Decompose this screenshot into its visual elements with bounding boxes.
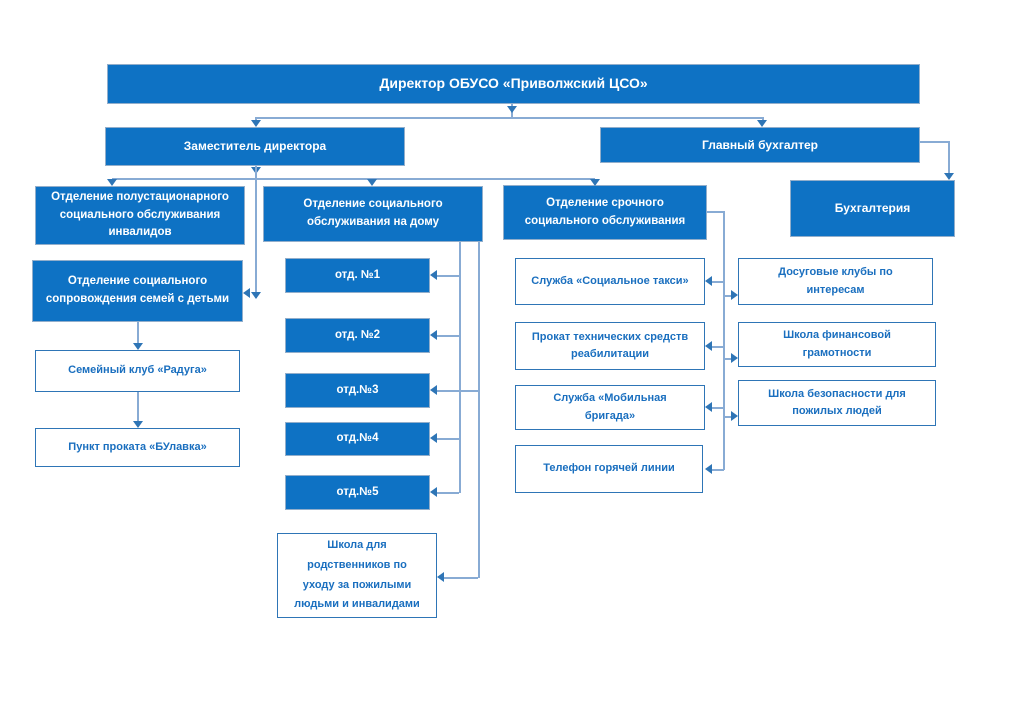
org-node-hotline-label: Телефон горячей линии — [543, 462, 675, 475]
connector-unit-1-arrow — [430, 270, 437, 280]
connector-accounting-h-line — [920, 141, 949, 143]
connector-urgent-out-line — [707, 211, 724, 213]
connector-urgent-arrow — [590, 179, 600, 186]
connector-services-rail — [723, 211, 725, 470]
org-node-rental-point-label: Пункт проката «БУлавка» — [68, 440, 207, 453]
connector-leisure-arrow — [731, 290, 738, 300]
org-node-rental-point: Пункт проката «БУлавка» — [35, 428, 240, 467]
org-node-unit-4: отд.№4 — [285, 422, 430, 456]
org-node-unit-5: отд.№5 — [285, 475, 430, 510]
org-node-finance-school-label: Школа финансовой грамотности — [783, 329, 891, 359]
connector-safety-line — [724, 416, 731, 418]
connector-unit-5-arrow — [430, 487, 437, 497]
org-node-dept-family-support-label: Отделение социального сопровождения семе… — [45, 275, 230, 305]
connector-semi-stationary-arrow — [107, 179, 117, 186]
org-node-relatives-school: Школа для родственников по уходу за пожи… — [277, 533, 437, 618]
connector-deputy-arrow — [251, 120, 261, 127]
connector-taxi-arrow — [705, 276, 712, 286]
connector-finance-line — [724, 358, 731, 360]
org-node-unit-5-label: отд.№5 — [336, 485, 379, 498]
org-node-accounting-label: Бухгалтерия — [834, 201, 911, 216]
connector-rental-point-arrow — [133, 421, 143, 428]
org-node-unit-1: отд. №1 — [285, 258, 430, 293]
org-node-finance-school: Школа финансовой грамотности — [738, 322, 936, 367]
connector-unit-5-line — [437, 492, 459, 494]
connector-units-rail — [459, 242, 461, 493]
connector-departments-rail — [112, 178, 595, 180]
org-node-chief-accountant-label: Главный бухгалтер — [701, 137, 818, 152]
connector-unit-4-line — [437, 438, 459, 440]
org-node-unit-2: отд. №2 — [285, 318, 430, 353]
org-node-mobile-brigade-label: Служба «Мобильная бригада» — [553, 392, 667, 422]
connector-relatives-school-line — [444, 577, 478, 579]
org-node-family-club-label: Семейный клуб «Радуга» — [68, 364, 207, 377]
org-node-safety-school-label: Школа безопасности для пожилых людей — [768, 387, 906, 417]
connector-equipment-line — [712, 346, 723, 348]
org-node-dept-home-care: Отделение социального обслуживания на до… — [263, 186, 483, 242]
org-node-unit-3-label: отд.№3 — [336, 383, 379, 396]
connector-director-arrow — [507, 106, 517, 113]
org-node-unit-1-label: отд. №1 — [334, 268, 381, 281]
org-node-chief-accountant: Главный бухгалтер — [600, 127, 920, 163]
connector-home-care-arrow — [367, 179, 377, 186]
connector-deputy-stub — [255, 117, 257, 122]
org-node-dept-home-care-label: Отделение социального обслуживания на до… — [303, 198, 443, 228]
connector-hotline-line — [712, 469, 724, 471]
connector-unit-1-line — [437, 275, 459, 277]
connector-taxi-line — [712, 281, 723, 283]
org-node-leisure-clubs: Досуговые клубы по интересам — [738, 258, 933, 305]
org-node-deputy-director-label: Заместитель директора — [183, 139, 327, 154]
connector-accounting-arrow — [944, 173, 954, 180]
org-node-social-taxi: Служба «Социальное такси» — [515, 258, 705, 305]
connector-unit-2-arrow — [430, 330, 437, 340]
org-node-dept-urgent-label: Отделение срочного социального обслужива… — [524, 196, 686, 227]
org-node-social-taxi-label: Служба «Социальное такси» — [531, 274, 689, 287]
org-node-director-label: Директор ОБУСО «Приволжский ЦСО» — [379, 75, 648, 92]
connector-unit-3-arrow — [430, 385, 437, 395]
org-node-unit-3: отд.№3 — [285, 373, 430, 408]
org-node-equipment-rental-label: Прокат технических средств реабилитации — [531, 330, 689, 360]
org-node-dept-semi-stationary: Отделение полустационарного социального … — [35, 186, 245, 245]
org-node-relatives-school-label: Школа для родственников по уходу за пожи… — [294, 538, 420, 611]
connector-deputy-drop — [255, 166, 257, 298]
org-node-accounting: Бухгалтерия — [790, 180, 955, 237]
connector-unit-3-line — [437, 390, 478, 392]
org-node-family-club: Семейный клуб «Радуга» — [35, 350, 240, 392]
connector-mobile-brigade-line — [712, 407, 723, 409]
connector-chief-accountant-arrow — [757, 120, 767, 127]
org-node-unit-2-label: отд. №2 — [334, 328, 381, 341]
connector-school-rail — [478, 242, 480, 578]
org-node-leisure-clubs-label: Досуговые клубы по интересам — [778, 266, 893, 296]
connector-family-support-arrow — [243, 288, 250, 298]
connector-level2-rail — [255, 117, 762, 119]
connector-mobile-brigade-arrow — [705, 402, 712, 412]
connector-family-club-line — [137, 322, 139, 344]
org-node-unit-4-label: отд.№4 — [336, 432, 379, 445]
org-node-safety-school: Школа безопасности для пожилых людей — [738, 380, 936, 426]
org-node-dept-urgent: Отделение срочного социального обслужива… — [503, 185, 707, 240]
org-node-dept-semi-stationary-label: Отделение полустационарного социального … — [51, 190, 229, 239]
org-node-mobile-brigade: Служба «Мобильная бригада» — [515, 385, 705, 430]
org-node-director: Директор ОБУСО «Приволжский ЦСО» — [107, 64, 920, 104]
org-node-deputy-director: Заместитель директора — [105, 127, 405, 166]
connector-family-club-arrow — [133, 343, 143, 350]
connector-unit-4-arrow — [430, 433, 437, 443]
connector-accounting-v-line — [948, 141, 950, 174]
connector-leisure-line — [724, 295, 731, 297]
connector-safety-arrow — [731, 411, 738, 421]
connector-chief-accountant-stub — [762, 117, 764, 122]
org-node-hotline: Телефон горячей линии — [515, 445, 703, 493]
org-node-dept-family-support: Отделение социального сопровождения семе… — [32, 260, 243, 322]
connector-equipment-arrow — [705, 341, 712, 351]
connector-finance-arrow — [731, 353, 738, 363]
connector-unit-2-line — [437, 335, 459, 337]
connector-hotline-arrow — [705, 464, 712, 474]
connector-relatives-school-arrow — [437, 572, 444, 582]
org-node-equipment-rental: Прокат технических средств реабилитации — [515, 322, 705, 370]
connector-rental-point-line — [137, 392, 139, 422]
connector-deputy-drop-end-arrow — [251, 292, 261, 299]
